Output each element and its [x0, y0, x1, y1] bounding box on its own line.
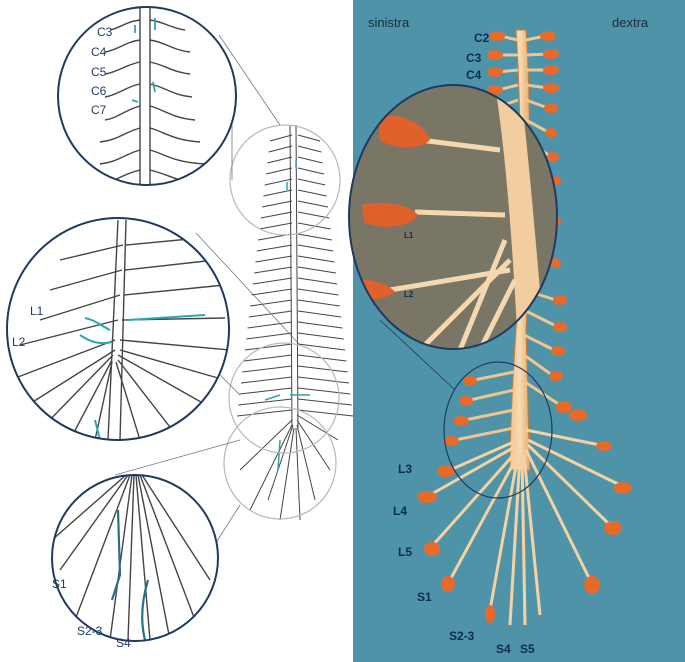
schematic-nerve-root: [269, 134, 321, 142]
schematic-nerve-root: [244, 343, 346, 351]
schematic-nerve-root: [265, 167, 325, 175]
schematic-spinal-cord: [236, 124, 354, 521]
schematic-nerve-root: [264, 178, 326, 186]
zoom-top-label-c7: C7: [91, 103, 107, 117]
schematic-nerve-root: [256, 244, 334, 252]
schematic-mid-ring: [228, 342, 340, 454]
schematic-nerve-root: [259, 222, 331, 230]
photo-zoom-connector: [379, 319, 456, 391]
photo-source-ellipse: [443, 361, 553, 499]
photo-label-l5: L5: [398, 545, 413, 559]
schematic-nerve-root: [240, 376, 350, 384]
zoom-bottom-label-s1: S1: [52, 577, 67, 591]
schematic-nerve-root: [260, 211, 330, 219]
zoom-top-label-c4: C4: [91, 45, 107, 59]
schematic-nerve-root: [243, 354, 347, 362]
photo-zoom-lumbar: [348, 84, 558, 350]
schematic-nerve-root: [254, 266, 336, 274]
label-sinistra: sinistra: [368, 15, 410, 30]
photo-label-l3: L3: [398, 462, 413, 476]
zoom-top-label-c5: C5: [91, 65, 107, 79]
schematic-nerve-root: [252, 277, 338, 285]
schematic-nerve-root: [239, 387, 351, 395]
schematic-bottom-ring: [223, 406, 337, 520]
photo-zoom-label-l2: L2: [404, 290, 414, 299]
schematic-nerve-root: [268, 145, 322, 153]
schematic-nerve-root: [263, 189, 327, 197]
photo-label-s4: S4: [496, 642, 511, 656]
schematic-top-ring: [229, 124, 341, 236]
photo-label-s5: S5: [520, 642, 535, 656]
schematic-nerve-root: [248, 310, 342, 318]
schematic-nerve-root: [236, 409, 354, 417]
schematic-nerve-root: [238, 398, 352, 406]
zoom-mid-lumbar: [6, 217, 230, 441]
photo-label-s2-3: S2-3: [449, 629, 475, 643]
zoom-top-cervical: [57, 6, 237, 186]
zoom-connectors: [114, 34, 301, 561]
photo-zoom-label-l1: L1: [404, 231, 414, 240]
schematic-nerve-root: [247, 321, 343, 329]
schematic-nerve-root: [261, 200, 329, 208]
photo-label-c3: C3: [466, 51, 482, 65]
schematic-nerve-root: [255, 255, 335, 263]
schematic-nerve-root: [246, 332, 344, 340]
schematic-nerve-root: [251, 288, 339, 296]
photo-label-s1: S1: [417, 590, 432, 604]
zoom-bottom-label-s2-3: S2-3: [77, 624, 103, 638]
schematic-nerve-root: [242, 365, 348, 373]
schematic-nerve-root: [250, 299, 340, 307]
zoom-top-label-c3: C3: [97, 25, 113, 39]
zoom-bottom-label-s4: S4: [116, 636, 131, 650]
photo-label-c4: C4: [466, 68, 482, 82]
photo-label-l4: L4: [393, 504, 408, 518]
label-dextra: dextra: [612, 15, 649, 30]
schematic-nerve-root: [267, 156, 323, 164]
zoom-mid-label-l1: L1: [30, 304, 44, 318]
zoom-mid-label-l2: L2: [12, 335, 26, 349]
photo-label-c2: C2: [474, 31, 490, 45]
zoom-bottom-sacral: [51, 474, 219, 642]
zoom-top-label-c6: C6: [91, 84, 107, 98]
schematic-nerve-root: [258, 233, 332, 241]
